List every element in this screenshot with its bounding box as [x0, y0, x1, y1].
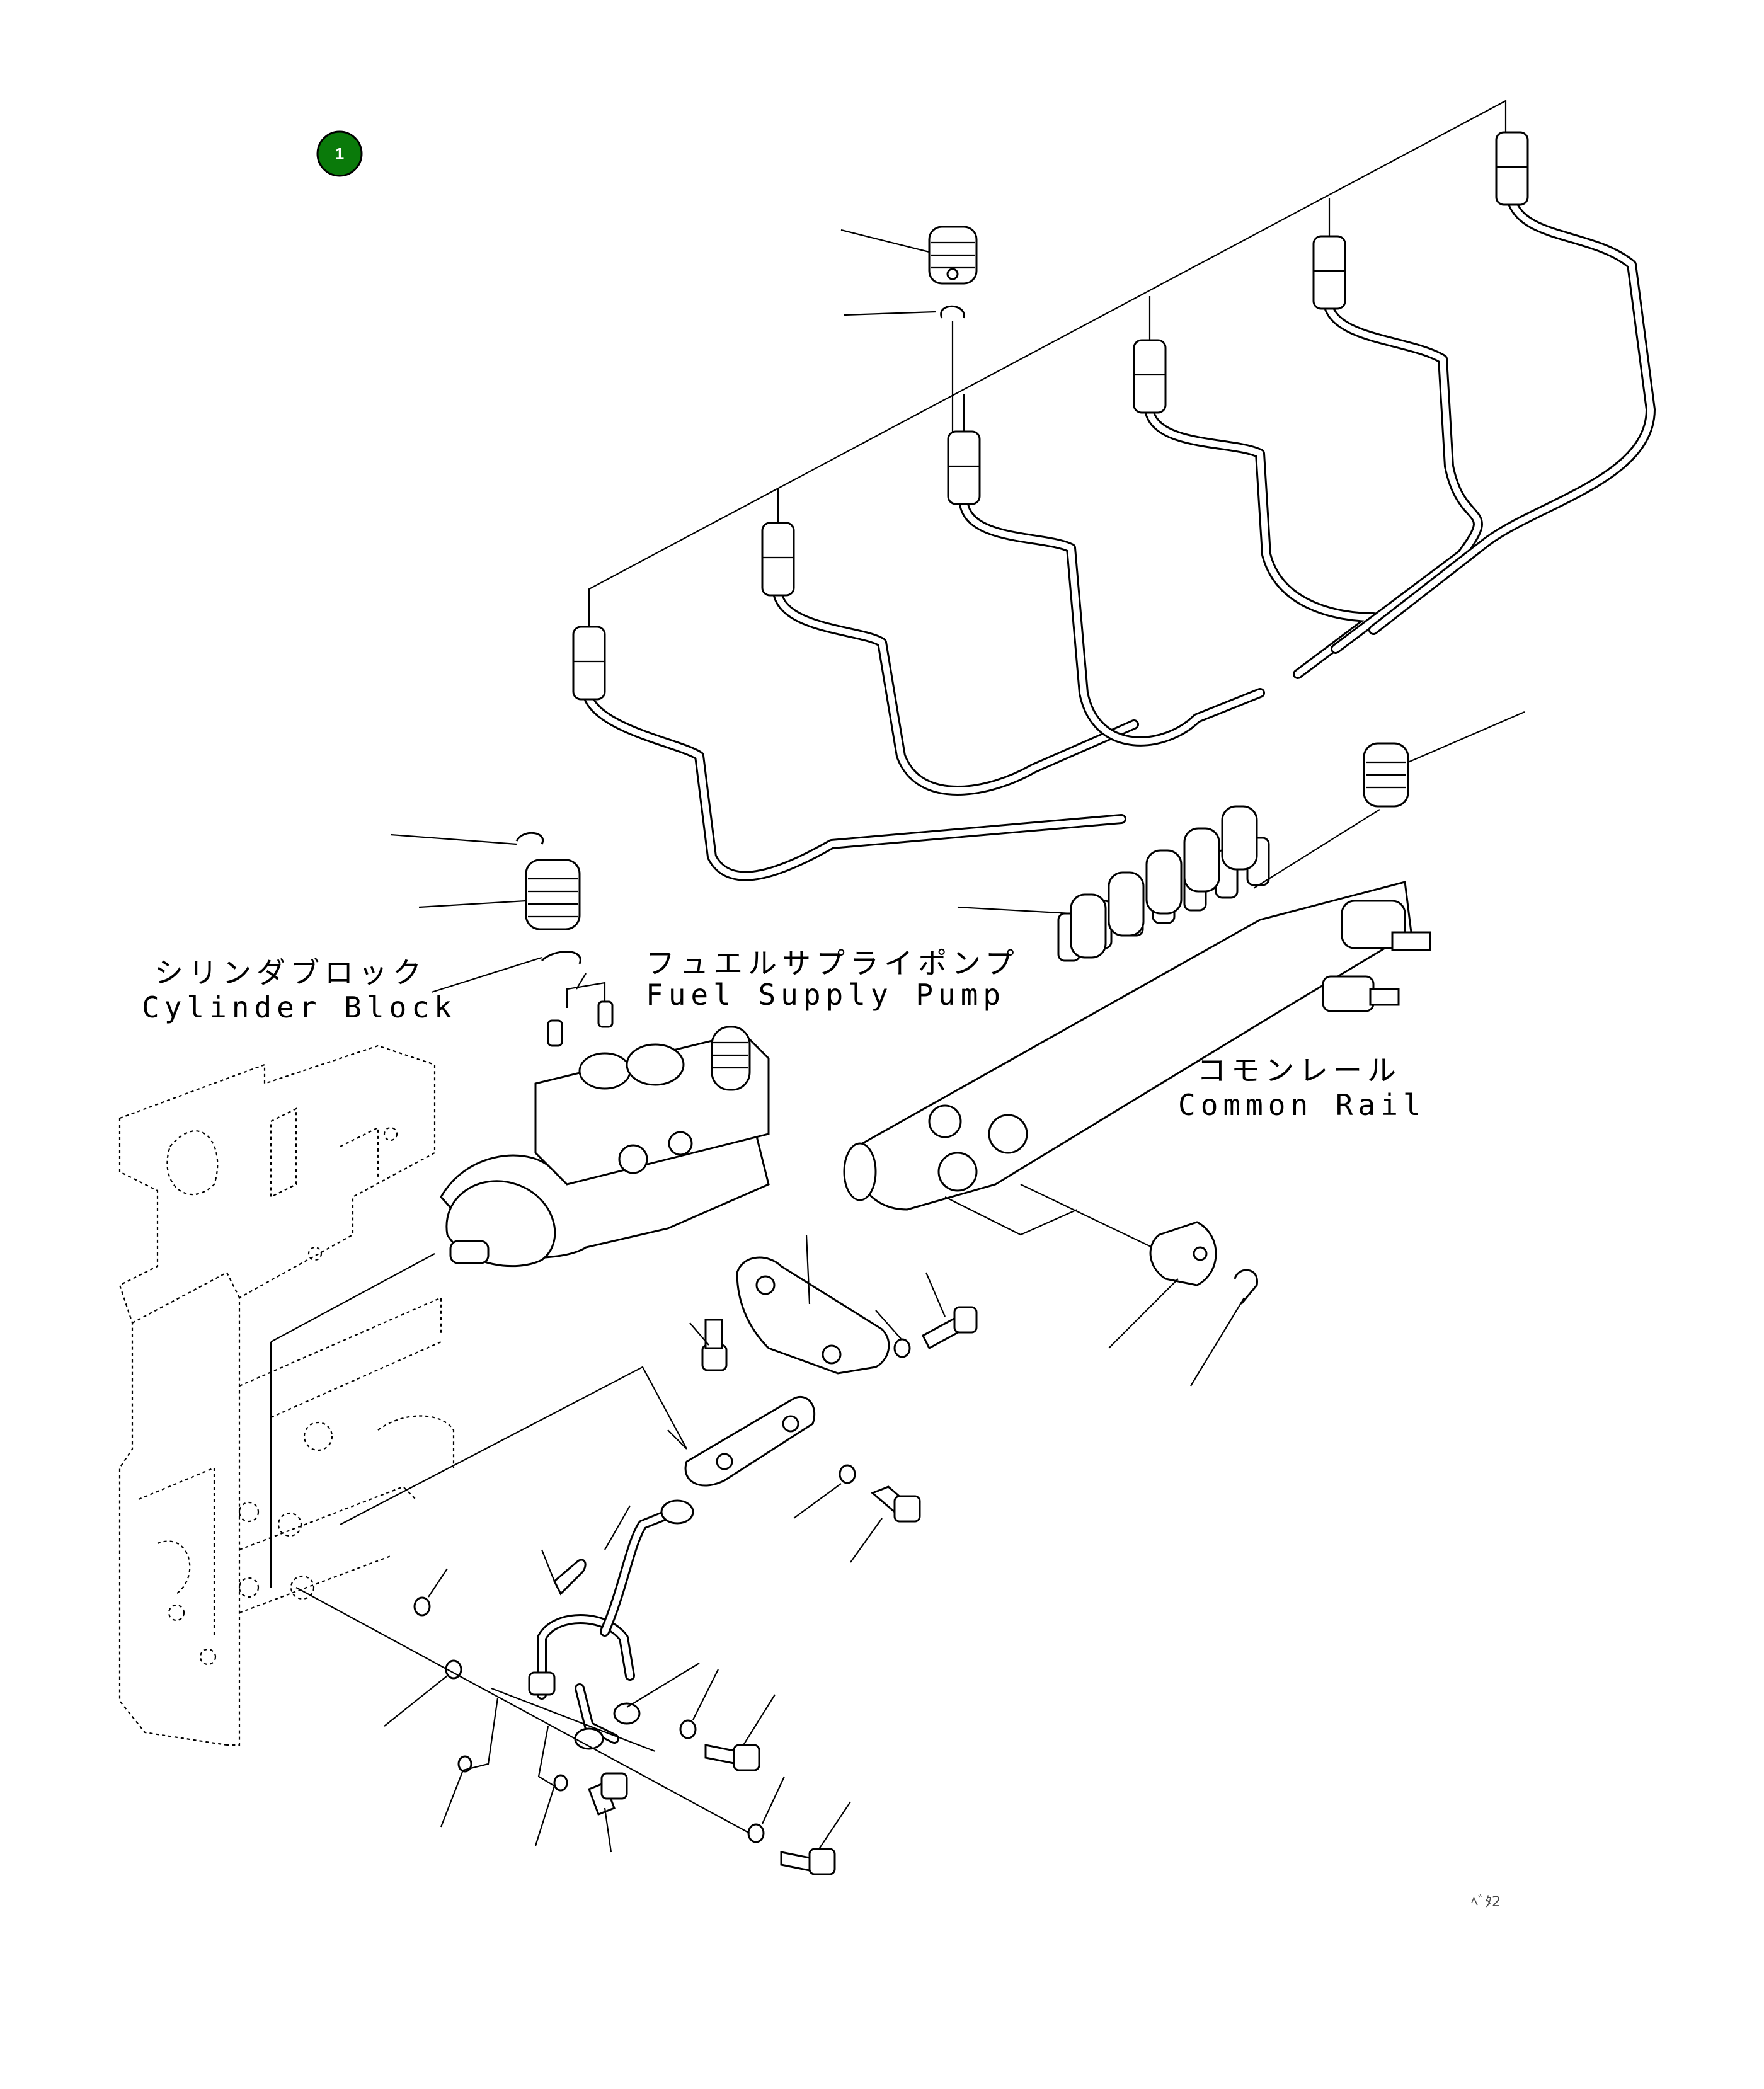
callout-badge-circle [316, 130, 363, 177]
label-cylinder-block-en: Cylinder Block [142, 990, 457, 1024]
pipe-clamp [541, 1549, 587, 1596]
label-fuel-pump: フュエルサプライポンプ Fuel Supply Pump [646, 946, 1019, 1012]
bolt-upper-left [689, 1319, 728, 1371]
bolt-stay [850, 1485, 921, 1563]
rail-plug [1108, 1221, 1217, 1349]
pipe-nuts [572, 131, 1529, 701]
label-fuel-pump-en: Fuel Supply Pump [646, 978, 1005, 1012]
label-cylinder-block: シリンダブロック Cylinder Block [142, 956, 457, 1024]
rail-end-cap [1253, 711, 1525, 889]
label-cylinder-block-jp: シリンダブロック [154, 956, 427, 990]
top-cap [840, 226, 978, 285]
pump-stay [340, 1366, 816, 1525]
injection-pipes [584, 197, 1656, 881]
washer-bracket [875, 1310, 911, 1358]
pump-side-clip-lower [431, 951, 581, 993]
fuel-supply-pump [270, 973, 770, 1588]
common-rail [843, 837, 1431, 1254]
label-common-rail-en: Common Rail [1178, 1088, 1426, 1122]
rail-clip [1190, 1269, 1258, 1387]
top-clip [844, 305, 965, 432]
lower-bolts [588, 1694, 851, 1875]
lower-pipe [528, 1499, 700, 1750]
label-common-rail: コモンレール Common Rail [1178, 1053, 1426, 1122]
pump-bracket [736, 1234, 890, 1375]
bolt-bracket [922, 1272, 978, 1350]
pipe-group-leader [588, 100, 1507, 627]
callout-badge[interactable]: 1 [316, 130, 363, 177]
rail-caps [957, 805, 1258, 959]
pump-side-clip-upper [390, 832, 544, 845]
block-leaders [277, 1512, 750, 1834]
washer-stay [793, 1464, 856, 1519]
label-common-rail-jp: コモンレール [1197, 1053, 1401, 1087]
label-fuel-pump-jp: フュエルサプライポンプ [646, 946, 1019, 980]
callout-badge-number: 1 [335, 144, 344, 163]
lower-washers [384, 1568, 785, 1846]
drawing-code: ﾍﾞﾀ2 [1471, 1894, 1501, 1910]
cylinder-block [118, 1044, 455, 1746]
pump-side-cap [418, 859, 581, 930]
